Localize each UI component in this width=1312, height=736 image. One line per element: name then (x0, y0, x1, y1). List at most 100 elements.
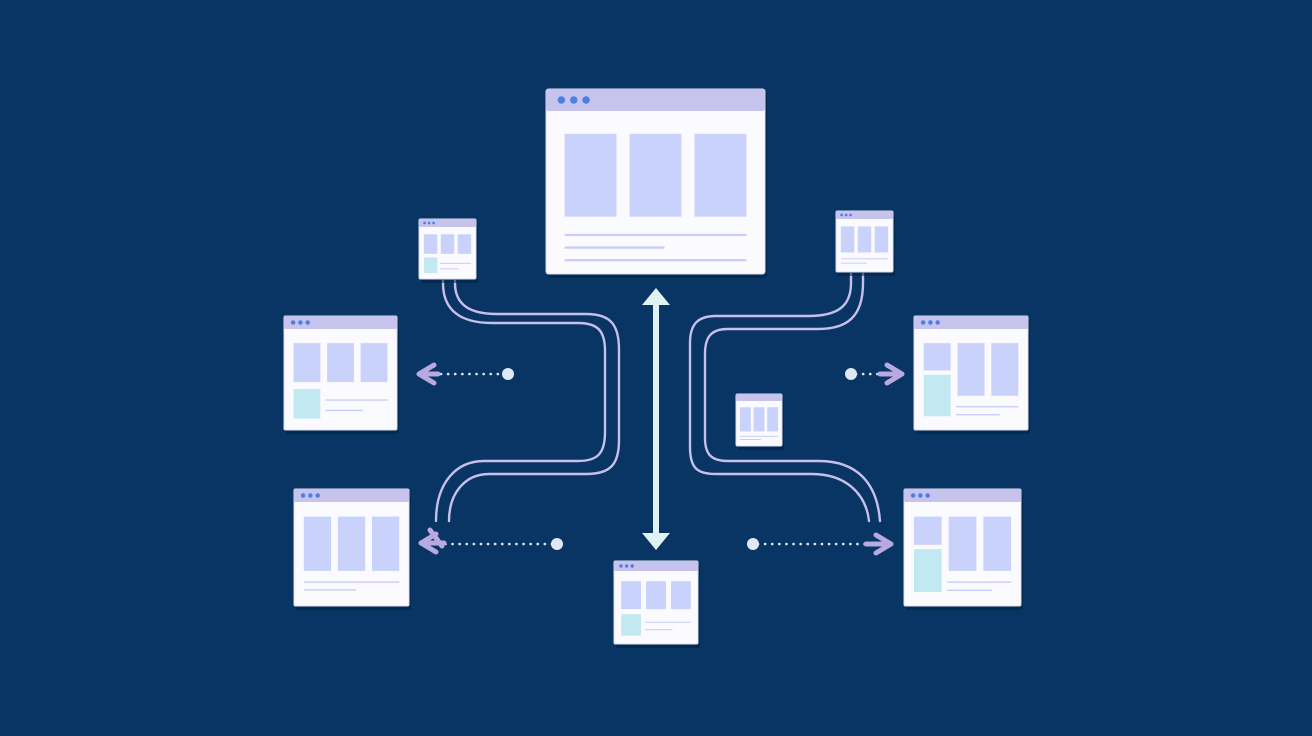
content-panel (857, 226, 872, 253)
content-panel (293, 343, 321, 383)
text-line (645, 621, 691, 623)
content-panel (423, 234, 438, 254)
title-bar-dot (432, 221, 435, 225)
content-panel (694, 133, 747, 217)
arrow-head-middle-left (416, 362, 441, 386)
right-curved-connector (688, 272, 882, 523)
content-panel (621, 581, 642, 610)
small-window-upper-left (418, 218, 478, 283)
text-line (947, 581, 1012, 583)
arrow-heads (416, 362, 905, 556)
content-panel (874, 226, 889, 253)
title-bar (836, 211, 893, 219)
text-line (739, 435, 779, 437)
content-panel (440, 234, 455, 254)
title-bar-dot (925, 493, 930, 498)
title-bar-dot (619, 564, 623, 568)
title-bar-dot (910, 493, 916, 498)
title-bar-dot (849, 213, 852, 217)
dotted-connector-middle-left (426, 368, 514, 380)
title-bar (914, 316, 1028, 329)
small-window-upper-right (835, 210, 895, 276)
title-bar (546, 89, 765, 111)
text-line (645, 629, 673, 631)
title-bar-dot (423, 221, 426, 225)
title-bar-dot (840, 213, 843, 217)
content-panel (957, 343, 985, 396)
arrow-head-curve-left (427, 527, 445, 549)
accent-panel (293, 388, 321, 419)
content-panel (629, 133, 682, 217)
text-line (956, 406, 1019, 408)
content-panel (327, 343, 354, 383)
content-panel (372, 516, 400, 571)
accent-panel (423, 257, 438, 273)
title-bar-dot (557, 96, 566, 104)
content-panel (767, 407, 779, 432)
text-line (303, 589, 357, 591)
text-line (956, 414, 1000, 416)
content-panel (564, 133, 617, 217)
accent-panel (913, 549, 942, 592)
text-line (739, 439, 761, 441)
windows (283, 88, 1030, 648)
title-bar-dot (305, 320, 310, 325)
title-bar-dot (315, 493, 320, 498)
title-bar-dot (928, 320, 933, 325)
title-bar (419, 219, 476, 227)
content-panel (457, 234, 472, 254)
title-bar-dot (920, 320, 926, 325)
hub-window (545, 88, 767, 278)
dotted-connector-lower-left (438, 538, 563, 550)
title-bar-dot (582, 96, 590, 104)
dotted-connector-lower-right (747, 538, 882, 550)
title-bar-dot (935, 320, 940, 325)
title-bar-dot (300, 493, 306, 498)
title-bar-dot (630, 564, 634, 568)
text-line (325, 409, 363, 412)
left-curved-connector (434, 279, 621, 523)
window-lower-right (903, 488, 1023, 610)
title-bar-dot (427, 221, 431, 225)
content-panel (923, 343, 951, 371)
text-line (947, 589, 992, 592)
text-line (325, 399, 388, 401)
content-panel (840, 226, 855, 253)
window-lower-center (613, 560, 700, 648)
title-bar-dot (918, 493, 923, 498)
arrow-head-middle-right (877, 362, 905, 386)
title-bar-dot (624, 564, 629, 568)
accent-panel (923, 374, 951, 417)
content-panel (983, 516, 1012, 571)
text-line (840, 258, 889, 260)
title-bar (614, 561, 698, 571)
content-panel (913, 516, 942, 545)
accent-panel (621, 614, 642, 636)
vertical-double-arrow (642, 288, 670, 550)
title-bar (284, 316, 397, 329)
text-line (440, 262, 472, 264)
title-bar-dot (570, 96, 578, 104)
window-middle-left (283, 315, 399, 434)
content-panel (670, 581, 691, 610)
text-line (840, 262, 867, 264)
text-line (303, 581, 400, 583)
content-panel (337, 516, 366, 571)
window-lower-left (293, 488, 411, 610)
content-panel (739, 407, 751, 432)
content-panel (646, 581, 666, 610)
title-bar-dot (298, 320, 303, 325)
window-center-floating (735, 393, 784, 450)
title-bar-dot (844, 213, 848, 217)
content-panel (991, 343, 1019, 396)
content-panel (948, 516, 977, 571)
title-bar (904, 489, 1021, 502)
content-panel (360, 343, 388, 383)
title-bar (736, 394, 782, 401)
text-line (564, 246, 665, 249)
title-bar (294, 489, 409, 502)
content-panel (303, 516, 331, 571)
arrow-head-lower-right (863, 532, 894, 556)
